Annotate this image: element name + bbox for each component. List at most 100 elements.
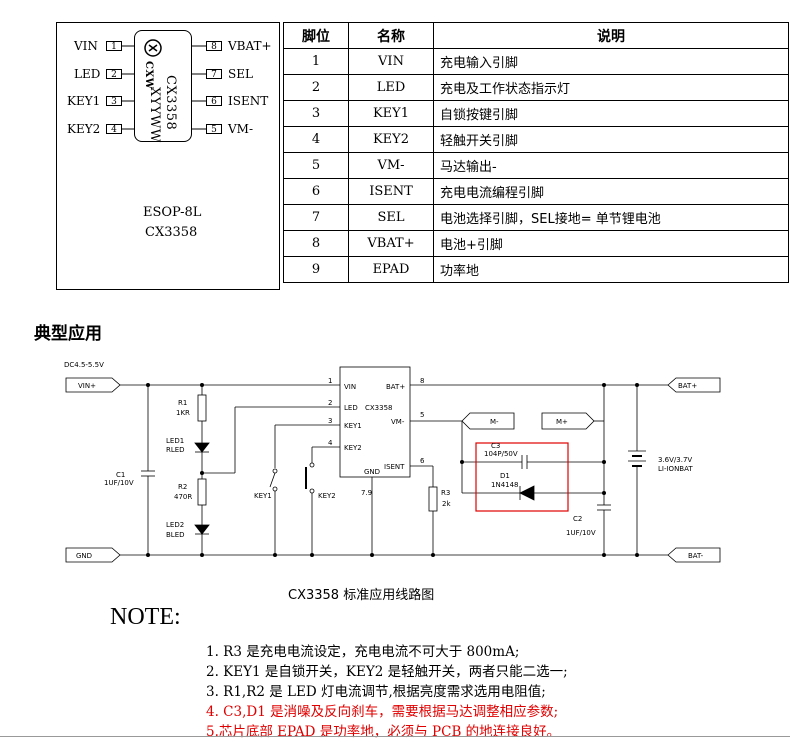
pin-num: 4	[328, 439, 333, 447]
chip-part-marking: CX3358	[163, 75, 178, 131]
pin-label-sel: SEL	[228, 67, 253, 81]
note-item: 1. R3 是充电电流设定，充电电流不可大于 800mA;	[206, 644, 520, 660]
d1-diode	[519, 485, 535, 501]
chip-body: CXW CX3358 XYYWW	[134, 30, 192, 143]
bat-neg-port	[667, 547, 721, 563]
cell-name: KEY1	[348, 100, 434, 127]
r2-label: R2	[178, 483, 187, 491]
note-item-warning: 4. C3,D1 是消噪及反向刹车，需要根据马达调整相应参数;	[206, 704, 559, 720]
cell-desc: 轻触开关引脚	[433, 126, 789, 153]
battery-voltage: 3.6V/3.7V	[658, 456, 692, 464]
note-item-warning: 5.芯片底部 EPAD 是功率地，必须与 PCB 的地连接良好。	[206, 724, 561, 740]
cell-pin: 1	[283, 48, 349, 75]
supply-label: DC4.5-5.5V	[64, 361, 104, 369]
r1-resistor	[197, 394, 207, 422]
package-part: CX3358	[145, 225, 198, 240]
key1-label: KEY1	[254, 492, 272, 500]
highlight-box	[475, 442, 569, 512]
m-plus-port	[541, 412, 595, 430]
pin-num-8: 8	[206, 41, 222, 52]
bat-pos-label: BAT+	[678, 382, 697, 390]
pin-stubs	[122, 45, 206, 130]
cell-desc: 电池+引脚	[433, 230, 789, 257]
ic-pin-vm: VM-	[391, 418, 405, 426]
m-minus-port	[461, 412, 515, 430]
led1-label: LED1	[166, 437, 184, 445]
vin-port	[65, 377, 121, 393]
led2-diode	[194, 524, 210, 535]
pin-num: 8	[420, 377, 424, 385]
r3-label: R3	[441, 489, 450, 497]
header-desc: 说明	[433, 22, 789, 49]
note-item: 3. R1,R2 是 LED 灯电流调节,根据亮度需求选用电阻值;	[206, 684, 546, 700]
cell-desc: 自锁按键引脚	[433, 100, 789, 127]
cell-desc: 充电电流编程引脚	[433, 178, 789, 205]
r2-resistor	[197, 478, 207, 506]
cell-pin: 4	[283, 126, 349, 153]
cell-pin: 7	[283, 204, 349, 231]
cell-name: KEY2	[348, 126, 434, 153]
pin-num: 7.9	[361, 489, 372, 497]
cell-name: EPAD	[348, 256, 434, 283]
pin-label-isent: ISENT	[228, 94, 269, 108]
cell-name: LED	[348, 74, 434, 101]
cell-desc: 马达输出-	[433, 152, 789, 179]
cell-name: VBAT+	[348, 230, 434, 257]
pin-num-1: 1	[106, 41, 122, 52]
package-name: ESOP-8L	[143, 205, 202, 220]
pin-num: 3	[328, 417, 332, 425]
m-plus-label: M+	[556, 418, 568, 426]
header-pin: 脚位	[283, 22, 349, 49]
header-name: 名称	[348, 22, 434, 49]
cell-pin: 5	[283, 152, 349, 179]
pin-num-2: 2	[106, 69, 122, 80]
chip-logo-icon	[144, 39, 162, 57]
cell-desc: 充电及工作状态指示灯	[433, 74, 789, 101]
ic-pin-vin: VIN	[344, 383, 356, 391]
cell-pin: 3	[283, 100, 349, 127]
pin-num: 2	[328, 399, 332, 407]
cell-pin: 9	[283, 256, 349, 283]
cell-desc: 功率地	[433, 256, 789, 283]
pin-num-7: 7	[206, 69, 222, 80]
pin-num: 5	[420, 411, 424, 419]
table-header-row: 脚位 名称 说明	[283, 22, 789, 49]
application-circuit: DC4.5-5.5V VIN+ GND BAT+ BAT- M- M+ VIN …	[64, 361, 721, 563]
pin-num: 1	[328, 377, 332, 385]
key2-label: KEY2	[318, 492, 336, 500]
page-divider	[0, 736, 790, 737]
c3-value: 104P/50V	[484, 450, 518, 458]
r1-value: 1KR	[176, 409, 190, 417]
section-title: 典型应用	[34, 324, 102, 344]
battery-type: LI-IONBAT	[658, 465, 693, 473]
c3-label: C3	[491, 442, 500, 450]
pin-num-6: 6	[206, 96, 222, 107]
pin-num-5: 5	[206, 124, 222, 135]
led2-color: BLED	[166, 531, 185, 539]
pin-label-key2: KEY2	[67, 122, 101, 136]
note-title: NOTE:	[110, 604, 181, 630]
ic-body	[339, 366, 411, 478]
pin-label-key1: KEY1	[67, 94, 101, 108]
cell-name: ISENT	[348, 178, 434, 205]
note-item: 2. KEY1 是自锁开关，KEY2 是轻触开关，两者只能二选一;	[206, 664, 568, 680]
pin-label-vin: VIN	[74, 39, 98, 53]
package-pinout-box	[56, 22, 280, 290]
pin-label-led: LED	[74, 67, 101, 81]
cell-desc: 充电输入引脚	[433, 48, 789, 75]
led2-label: LED2	[166, 521, 184, 529]
pin-label-vm: VM-	[228, 122, 254, 136]
cell-pin: 2	[283, 74, 349, 101]
cell-name: VIN	[348, 48, 434, 75]
c2-label: C2	[573, 515, 582, 523]
cell-desc: 电池选择引脚，SEL接地= 单节锂电池	[433, 204, 789, 231]
m-minus-label: M-	[490, 418, 499, 426]
c1-value: 1UF/10V	[104, 479, 134, 487]
